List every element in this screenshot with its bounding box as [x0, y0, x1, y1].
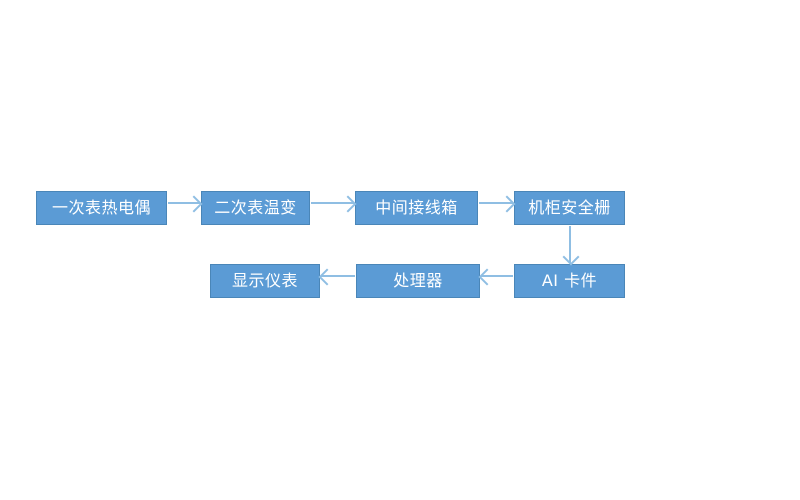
arrow-head-icon — [318, 268, 336, 286]
flow-arrow-processor-to-display — [318, 268, 355, 286]
flow-node-label: AI 卡件 — [541, 271, 598, 290]
flow-node-label: 一次表热电偶 — [51, 198, 151, 217]
arrow-shaft — [321, 275, 355, 277]
arrow-shaft — [479, 202, 513, 204]
arrow-shaft — [168, 202, 200, 204]
flow-node-ai-card[interactable]: AI 卡件 — [514, 264, 625, 298]
flow-node-secondary-transmitter[interactable]: 二次表温变 — [201, 191, 310, 225]
arrow-head-icon — [339, 195, 357, 213]
flow-node-cabinet-safety-barrier[interactable]: 机柜安全栅 — [514, 191, 625, 225]
flow-node-display-instrument[interactable]: 显示仪表 — [210, 264, 320, 298]
flow-node-processor[interactable]: 处理器 — [356, 264, 480, 298]
arrow-head-icon — [498, 195, 516, 213]
flow-arrow-safety-barrier-to-ai-card — [562, 226, 580, 266]
flow-node-label: 中间接线箱 — [375, 198, 458, 217]
flow-node-label: 显示仪表 — [231, 271, 298, 290]
flow-arrow-thermocouple-to-transmitter — [168, 195, 203, 213]
flow-arrow-ai-card-to-processor — [478, 268, 513, 286]
flow-node-label: 处理器 — [393, 271, 443, 290]
flow-node-junction-box[interactable]: 中间接线箱 — [355, 191, 478, 225]
arrow-shaft — [481, 275, 513, 277]
flow-arrow-transmitter-to-junction-box — [311, 195, 357, 213]
arrow-shaft — [569, 226, 571, 263]
arrow-head-icon — [478, 268, 496, 286]
flow-node-label: 二次表温变 — [214, 198, 297, 217]
arrow-shaft — [311, 202, 354, 204]
flow-node-label: 机柜安全栅 — [528, 198, 611, 217]
flow-arrow-junction-box-to-safety-barrier — [479, 195, 516, 213]
arrow-head-icon — [185, 195, 203, 213]
flow-node-primary-thermocouple[interactable]: 一次表热电偶 — [36, 191, 167, 225]
arrow-head-icon — [562, 248, 580, 266]
